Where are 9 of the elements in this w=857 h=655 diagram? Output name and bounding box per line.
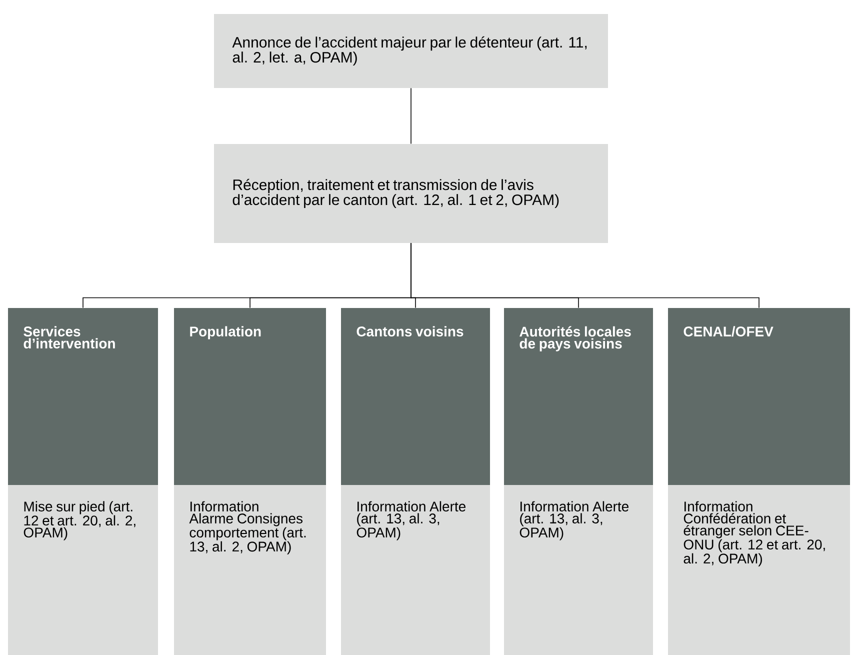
column-card: CENAL/OFEV Information Confédération et étranger selon CEE-ONU (art. 12 et art. 20, al. 2, OPAM): [668, 308, 850, 655]
column-card: Services d’intervention Mise sur pied (art. 12 et art. 20, al. 2, OPAM): [8, 308, 158, 655]
text-box: Annonce de l’accident majeur par le détenteur (art. 11, al. 2, let. a, OPAM): [214, 14, 608, 88]
column-card: Population Information Alarme Consignes comportement (art. 13, al. 2, OPAM): [174, 308, 326, 655]
column-card: Autorités locales de pays voisins Information Alerte (art. 13, al. 3, OPAM): [504, 308, 653, 655]
connector-line: [410, 88, 412, 144]
connector-line: [410, 242, 760, 308]
column-card: Cantons voisins Information Alerte (art. 13, al. 3, OPAM): [341, 308, 490, 655]
text-box: Réception, traitement et transmission de l’avis d’accident par le canton (art. 12, al. 1 et 2, OPAM): [214, 144, 608, 243]
